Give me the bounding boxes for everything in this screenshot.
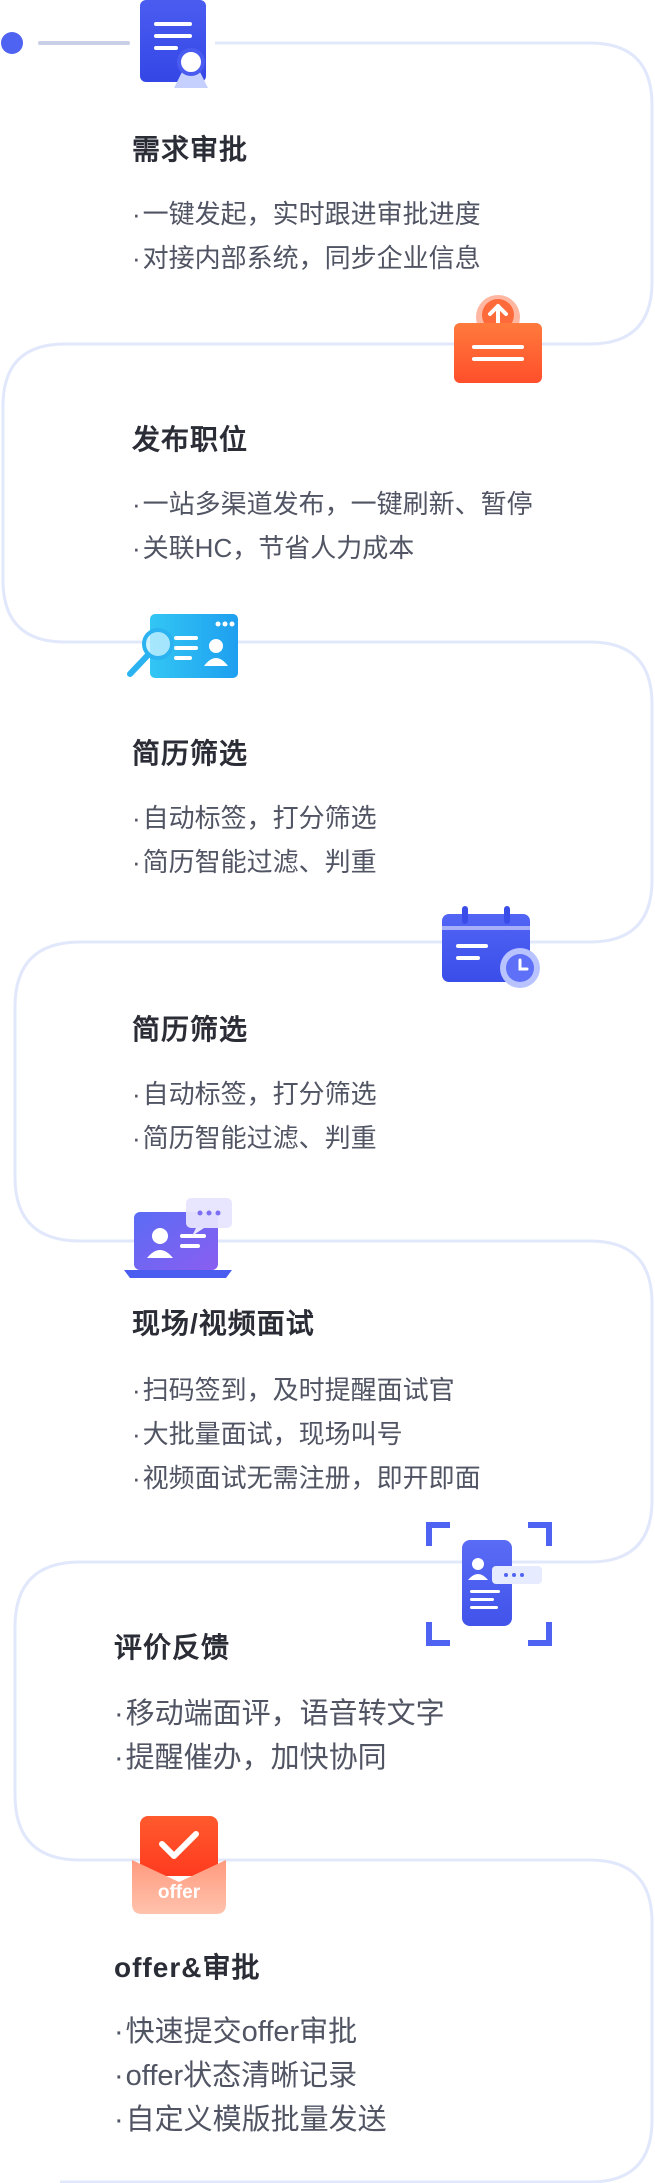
- approval-document-icon: [140, 0, 208, 88]
- step-title: 需求审批: [132, 134, 249, 165]
- bullet-item: 自动标签，打分筛选: [132, 1072, 377, 1116]
- bullet-item: offer状态清晰记录: [114, 2054, 387, 2098]
- step-title: 简历筛选: [132, 738, 249, 769]
- bullet-item: 自动标签，打分筛选: [132, 796, 377, 840]
- bullet-item: 对接内部系统，同步企业信息: [132, 236, 481, 280]
- calendar-clock-icon: [442, 906, 540, 988]
- track-connector: [1, 41, 654, 2183]
- bullet-item: 自定义模版批量发送: [114, 2098, 387, 2142]
- step-title: 现场/视频面试: [132, 1308, 315, 1339]
- bullet-item: 关联HC，节省人力成本: [132, 526, 533, 570]
- step-title: 发布职位: [132, 424, 249, 455]
- bullet-item: 大批量面试，现场叫号: [132, 1412, 481, 1456]
- bullet-item: 视频面试无需注册，即开即面: [132, 1456, 481, 1500]
- bullet-item: 移动端面评，语音转文字: [114, 1692, 445, 1736]
- bullet-item: 简历智能过滤、判重: [132, 1116, 377, 1160]
- step-title: 简历筛选: [132, 1014, 249, 1045]
- resume-search-card-icon: [127, 614, 238, 678]
- bullet-item: 简历智能过滤、判重: [132, 840, 377, 884]
- bullet-item: 快速提交offer审批: [114, 2010, 387, 2054]
- bullet-item: 一键发起，实时跟进审批进度: [132, 192, 481, 236]
- bullet-item: 提醒催办，加快协同: [114, 1736, 445, 1780]
- bullet-item: 一站多渠道发布，一键刷新、暂停: [132, 482, 533, 526]
- track-start-dot: [1, 32, 23, 54]
- step-title: offer&审批: [114, 1952, 261, 1983]
- step-title: 评价反馈: [114, 1632, 231, 1663]
- step-bullets: 快速提交offer审批 offer状态清晰记录 自定义模版批量发送: [114, 2010, 387, 2142]
- step-bullets: 一键发起，实时跟进审批进度 对接内部系统，同步企业信息: [132, 192, 481, 280]
- bullet-item: 扫码签到，及时提醒面试官: [132, 1368, 481, 1412]
- mobile-scan-feedback-icon: [426, 1522, 552, 1646]
- step-bullets: 自动标签，打分筛选 简历智能过滤、判重: [132, 1072, 377, 1160]
- step-bullets: 扫码签到，及时提醒面试官 大批量面试，现场叫号 视频面试无需注册，即开即面: [132, 1368, 481, 1500]
- step-bullets: 移动端面评，语音转文字 提醒催办，加快协同: [114, 1692, 445, 1780]
- step-bullets: 一站多渠道发布，一键刷新、暂停 关联HC，节省人力成本: [132, 482, 533, 570]
- offer-icon-label: offer: [157, 1882, 201, 1903]
- publish-upload-icon: [454, 295, 542, 383]
- step-bullets: 自动标签，打分筛选 简历智能过滤、判重: [132, 796, 377, 884]
- laptop-video-chat-icon: [124, 1198, 232, 1278]
- offer-envelope-check-icon: offer: [132, 1816, 226, 1914]
